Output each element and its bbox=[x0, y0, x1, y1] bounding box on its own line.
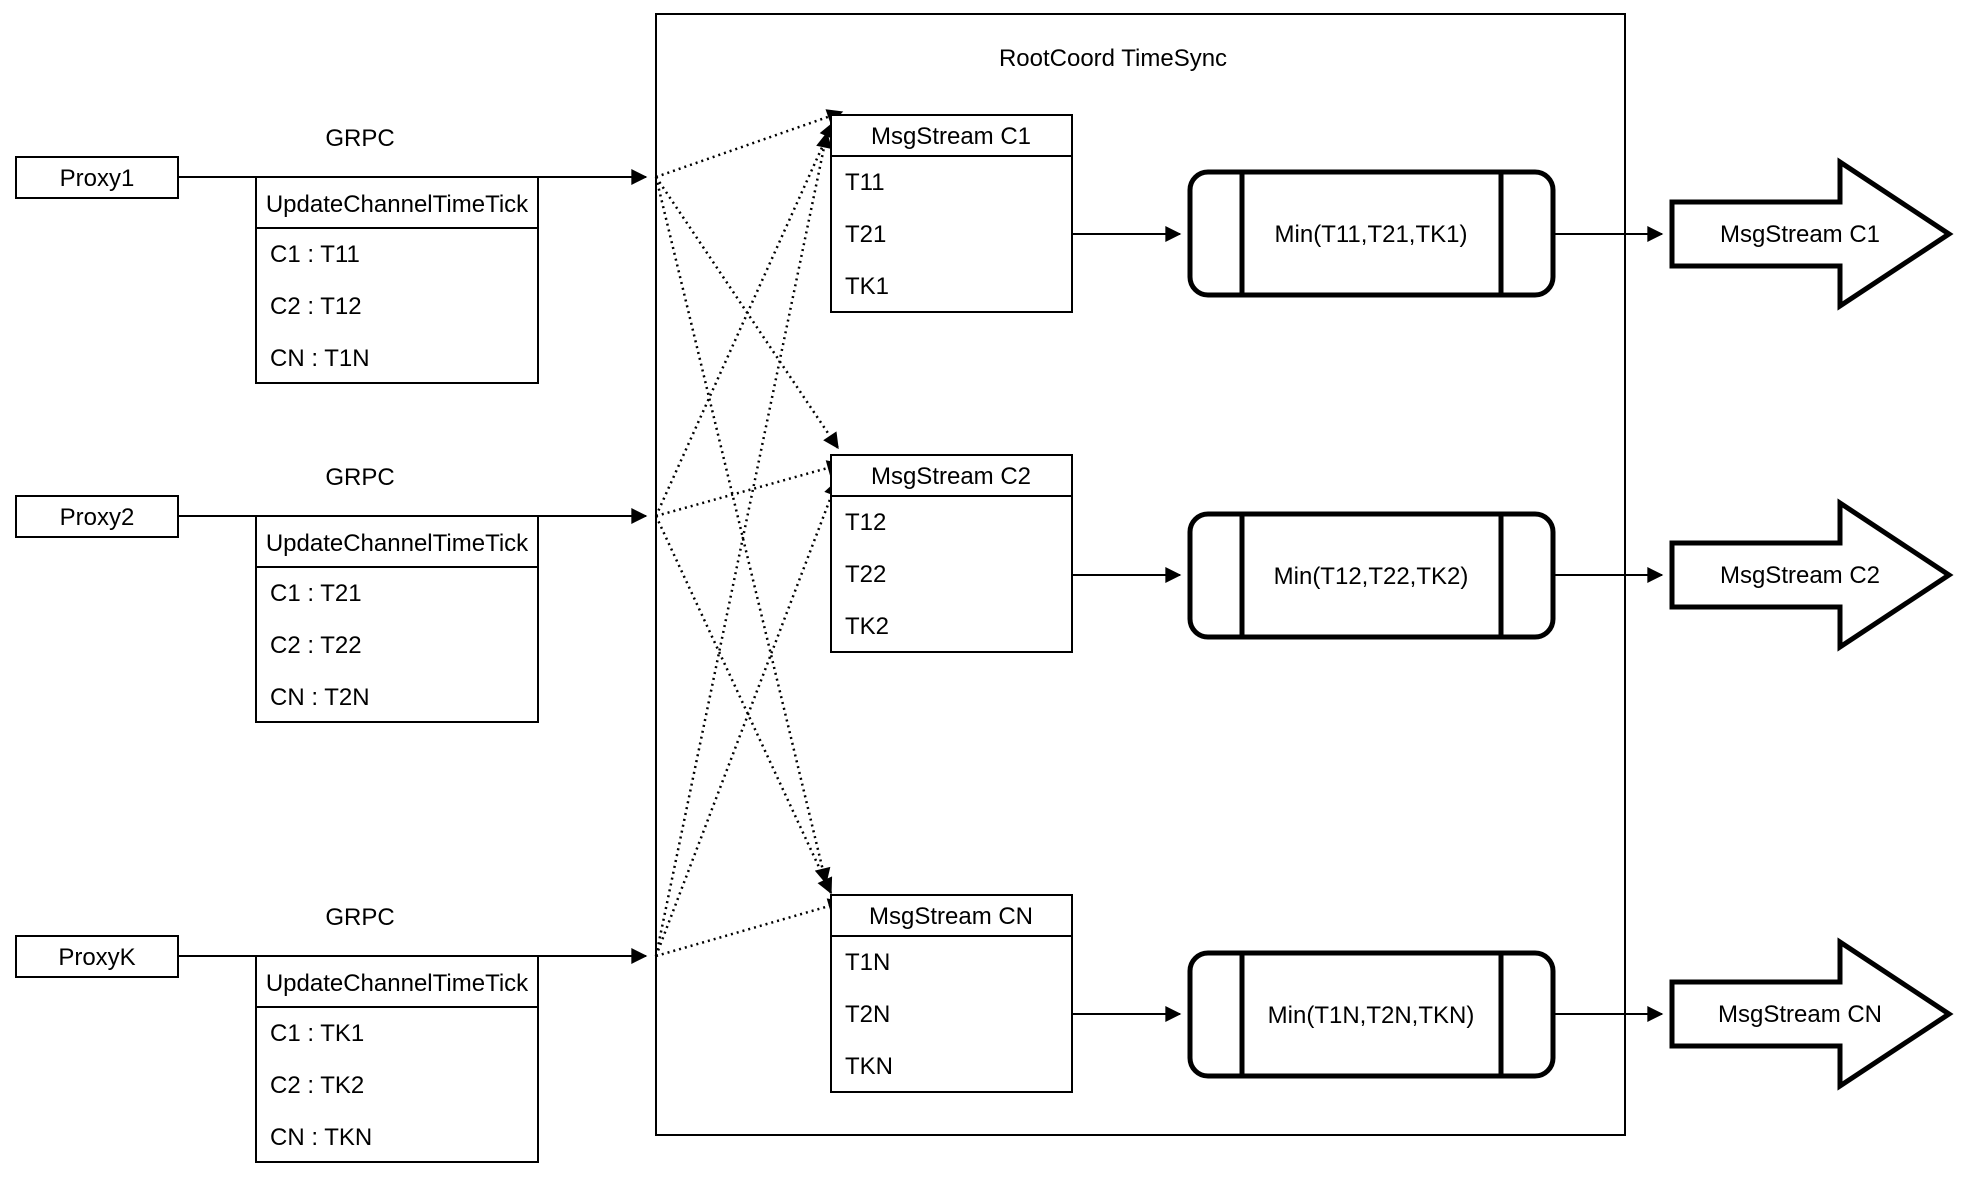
proxy-row-1: Proxy1 GRPC UpdateChannelTimeTick C1 : T… bbox=[15, 125, 648, 384]
proxy1-box bbox=[15, 156, 179, 199]
msgstream-c1-value-2: T21 bbox=[845, 221, 886, 248]
msgstream-c2-title: MsgStream C2 bbox=[871, 463, 1031, 490]
rootcoord-title: RootCoord TimeSync bbox=[999, 45, 1227, 72]
proxyk-message-table: UpdateChannelTimeTick C1 : TK1 C2 : TK2 … bbox=[255, 955, 539, 1163]
output-arrow-c2-shape bbox=[1669, 498, 1954, 652]
output-arrow-c2-label: MsgStream C2 bbox=[1720, 562, 1880, 589]
output-arrow-cn: MsgStream CN bbox=[1669, 937, 1954, 1091]
msgstream-c2-value-1: T12 bbox=[845, 509, 886, 536]
proxy1-row-cn: CN : T1N bbox=[270, 345, 370, 372]
proxy2-label: Proxy2 bbox=[60, 504, 135, 531]
min-node-1: Min(T11,T21,TK1) bbox=[1187, 169, 1556, 298]
proxy-row-3: ProxyK GRPC UpdateChannelTimeTick C1 : T… bbox=[15, 904, 648, 1163]
timetick-fanout-arrows bbox=[654, 109, 845, 958]
min1-label: Min(T11,T21,TK1) bbox=[1275, 221, 1468, 248]
grpc-label-2: GRPC bbox=[325, 464, 394, 491]
output-arrow-cn-shape bbox=[1669, 937, 1954, 1091]
min-node-3: Min(T1N,T2N,TKN) bbox=[1187, 950, 1556, 1079]
proxy-row-2: Proxy2 GRPC UpdateChannelTimeTick C1 : T… bbox=[15, 464, 648, 723]
output-arrow-c1: MsgStream C1 bbox=[1669, 157, 1954, 311]
proxy1-label: Proxy1 bbox=[60, 165, 135, 192]
msgstream-c1-value-1: T11 bbox=[845, 169, 885, 196]
proxy1-table-title: UpdateChannelTimeTick bbox=[266, 191, 529, 218]
proxyk-row-cn: CN : TKN bbox=[270, 1124, 372, 1151]
min-node-2: Min(T12,T22,TK2) bbox=[1187, 511, 1556, 640]
msgstream-c2-value-3: TK2 bbox=[845, 613, 889, 640]
output-arrow-cn-label: MsgStream CN bbox=[1718, 1001, 1882, 1028]
output-arrow-c1-shape bbox=[1669, 157, 1954, 311]
dotted-arrow-pk-c1 bbox=[654, 131, 832, 957]
msgstream-cn-value-3: TKN bbox=[845, 1053, 893, 1080]
msgstream-cn-title: MsgStream CN bbox=[869, 903, 1033, 930]
output-arrow-c1-label: MsgStream C1 bbox=[1720, 221, 1880, 248]
min3-label: Min(T1N,T2N,TKN) bbox=[1268, 1002, 1475, 1029]
proxyk-box bbox=[15, 935, 179, 978]
proxy2-row-c2: C2 : T22 bbox=[270, 632, 362, 659]
msgstream-c2-value-2: T22 bbox=[845, 561, 886, 588]
proxy1-row-c2: C2 : T12 bbox=[270, 293, 362, 320]
msgstream-c1-border bbox=[830, 114, 1073, 313]
proxy1-message-table: UpdateChannelTimeTick C1 : T11 C2 : T12 … bbox=[255, 176, 539, 384]
dotted-arrow-pk-cn bbox=[655, 898, 845, 958]
msgstream-cn-value-2: T2N bbox=[845, 1001, 890, 1028]
stream-lane-1: MsgStream C1 T11 T21 TK1 Min(T11,T21,TK1… bbox=[830, 114, 1954, 313]
output-arrow-c2: MsgStream C2 bbox=[1669, 498, 1954, 652]
proxy1-row-c1: C1 : T11 bbox=[270, 241, 360, 268]
msgstream-cn-border bbox=[830, 894, 1073, 1093]
dotted-arrow-p2-c2 bbox=[655, 460, 844, 518]
stream-lane-3: MsgStream CN T1N T2N TKN Min(T1N,T2N,TKN… bbox=[830, 894, 1954, 1093]
grpc-label-3: GRPC bbox=[325, 904, 394, 931]
proxy2-row-c1: C1 : T21 bbox=[270, 580, 362, 607]
proxyk-table-title: UpdateChannelTimeTick bbox=[266, 970, 529, 997]
proxyk-table-border bbox=[255, 955, 539, 1163]
msgstream-c1-value-3: TK1 bbox=[845, 273, 889, 300]
msgstream-c1-title: MsgStream C1 bbox=[871, 123, 1031, 150]
min2-label: Min(T12,T22,TK2) bbox=[1274, 563, 1469, 590]
stream-lane-2: MsgStream C2 T12 T22 TK2 Min(T12,T22,TK2… bbox=[830, 454, 1954, 653]
grpc-label-1: GRPC bbox=[325, 125, 394, 152]
msgstream-c1-table: MsgStream C1 T11 T21 TK1 bbox=[830, 114, 1073, 313]
proxy2-table-border bbox=[255, 515, 539, 723]
msgstream-c2-table: MsgStream C2 T12 T22 TK2 bbox=[830, 454, 1073, 653]
dotted-arrow-p1-cn bbox=[654, 176, 831, 885]
proxy2-table-title: UpdateChannelTimeTick bbox=[266, 530, 529, 557]
proxy1-table-border bbox=[255, 176, 539, 384]
proxyk-row-c2: C2 : TK2 bbox=[270, 1072, 364, 1099]
proxy2-row-cn: CN : T2N bbox=[270, 684, 370, 711]
msgstream-cn-value-1: T1N bbox=[845, 949, 890, 976]
proxy2-message-table: UpdateChannelTimeTick C1 : T21 C2 : T22 … bbox=[255, 515, 539, 723]
proxyk-row-c1: C1 : TK1 bbox=[270, 1020, 364, 1047]
msgstream-c2-border bbox=[830, 454, 1073, 653]
proxyk-label: ProxyK bbox=[58, 944, 135, 971]
dotted-arrow-pk-c2 bbox=[654, 479, 840, 957]
msgstream-cn-table: MsgStream CN T1N T2N TKN bbox=[830, 894, 1073, 1093]
